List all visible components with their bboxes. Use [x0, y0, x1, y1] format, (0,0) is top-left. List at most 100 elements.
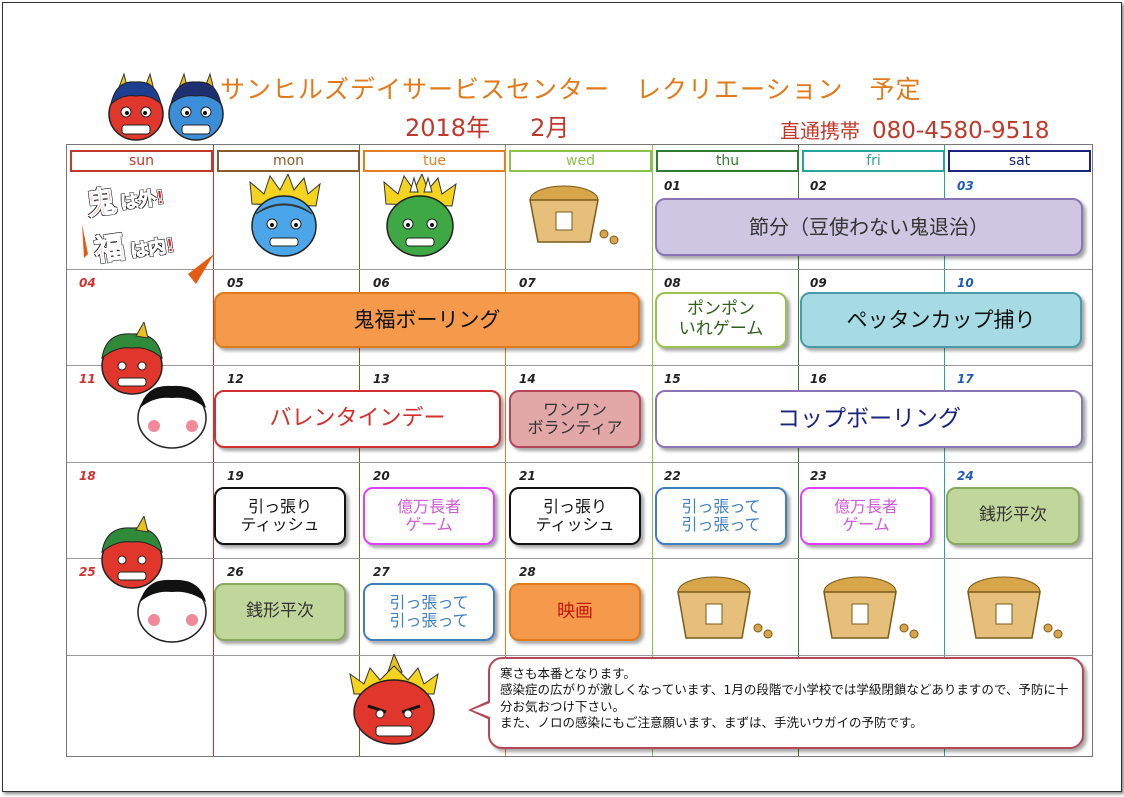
- weekday-tue: tue: [363, 150, 506, 172]
- date-label: 06: [373, 276, 390, 290]
- date-label: 14: [519, 372, 536, 386]
- grid-line: [67, 655, 1092, 656]
- bean-box-icon: [967, 576, 1063, 639]
- event-label: 銭形平次: [979, 505, 1047, 526]
- weekday-wed: wed: [509, 150, 652, 172]
- grid-line: [944, 145, 945, 756]
- event-label: 引っ張り: [542, 496, 607, 516]
- calendar-period: 2018年 2月: [405, 108, 569, 143]
- event-wanwan-volunteer: ワンワンボランティア: [509, 390, 641, 448]
- event-pettan-cup: ペッタンカップ捕り: [800, 292, 1082, 348]
- calendar-year: 2018年: [405, 114, 491, 142]
- grid-line: [213, 145, 214, 756]
- date-label: 08: [664, 276, 681, 290]
- date-label: 10: [957, 276, 974, 290]
- notice-line: また、ノロの感染にもご注意願います、まずは、手洗いウガイの予防です。: [500, 714, 923, 730]
- grid-line: [359, 145, 360, 756]
- event-setsubun: 節分（豆使わない鬼退治）: [655, 198, 1083, 256]
- date-label: 26: [227, 565, 244, 579]
- event-cup-bowling: コップボーリング: [655, 390, 1083, 448]
- notice-line: 寒さも本番となります。: [500, 666, 636, 681]
- red-oni-icon: [108, 72, 164, 141]
- event-label: ワンワン: [542, 399, 607, 419]
- event-valentine: バレンタインデー: [214, 390, 501, 448]
- date-label: 04: [79, 276, 96, 290]
- event-onifuku-bowling: 鬼福ボーリング: [214, 292, 640, 348]
- event-label: バレンタインデー: [269, 406, 446, 432]
- date-label: 23: [810, 469, 827, 483]
- calendar-month: 2月: [530, 114, 570, 142]
- slogan-soto: は外!: [118, 187, 166, 215]
- event-label: ゲーム: [842, 515, 890, 534]
- slogan-burst-icon: [82, 224, 214, 284]
- slogan-artwork: 鬼 は外! 福 は内!: [78, 174, 218, 294]
- weekday-thu: thu: [656, 150, 799, 172]
- date-label: 15: [664, 372, 681, 386]
- date-label: 21: [519, 469, 536, 483]
- date-label: 24: [957, 469, 974, 483]
- event-label: 引っ張って: [681, 496, 761, 516]
- event-eiga: 映画: [509, 583, 641, 641]
- event-okuman-23: 億万長者ゲーム: [800, 487, 932, 545]
- phone-number: 080-4580-9518: [872, 118, 1050, 144]
- grid-line: [67, 365, 1092, 366]
- date-label: 22: [664, 469, 681, 483]
- event-label: 節分（豆使わない鬼退治）: [749, 214, 989, 239]
- date-label: 01: [664, 179, 681, 193]
- event-hippatte-22: 引っ張って引っ張って: [655, 487, 787, 545]
- event-zenigata-26: 銭形平次: [214, 583, 346, 641]
- date-label: 20: [373, 469, 390, 483]
- oni-okame-icon: [101, 322, 207, 449]
- date-label: 19: [227, 469, 244, 483]
- grid-line: [652, 145, 653, 756]
- oni-okame-icon: [101, 516, 207, 643]
- event-ponpon: ポンポンいれゲーム: [655, 292, 787, 348]
- bean-box-icon: [823, 576, 919, 639]
- weekday-fri: fri: [802, 150, 945, 172]
- date-label: 13: [373, 372, 390, 386]
- date-label: 05: [227, 276, 244, 290]
- bean-box-icon: [677, 576, 773, 639]
- blue-oni-icon: [249, 174, 321, 257]
- event-label: 引っ張って: [389, 592, 469, 612]
- weekday-sun: sun: [70, 150, 213, 172]
- event-label: ゲーム: [405, 515, 453, 534]
- event-label: いれゲーム: [678, 319, 764, 339]
- red-oni-icon: [349, 654, 439, 745]
- date-label: 25: [79, 565, 96, 579]
- event-label: ティッシュ: [535, 515, 615, 534]
- date-label: 02: [810, 179, 827, 193]
- page-title: サンヒルズデイサービスセンター レクリエーション 予定: [220, 75, 922, 104]
- event-label: 引っ張って: [681, 515, 761, 534]
- event-zenigata-24: 銭形平次: [946, 487, 1080, 545]
- date-label: 11: [79, 372, 96, 386]
- date-label: 12: [227, 372, 244, 386]
- date-label: 28: [519, 565, 536, 579]
- event-label: 映画: [557, 600, 593, 622]
- event-label: 億万長者: [833, 496, 898, 516]
- speech-tail-inner: [472, 703, 490, 717]
- blue-oni-icon: [168, 72, 224, 141]
- date-label: 27: [373, 565, 390, 579]
- event-hippatte-27: 引っ張って引っ張って: [363, 583, 495, 641]
- date-label: 17: [957, 372, 974, 386]
- weekday-mon: mon: [217, 150, 360, 172]
- grid-line: [505, 145, 506, 756]
- grid-line: [798, 145, 799, 756]
- date-label: 03: [957, 179, 974, 193]
- event-label: ティッシュ: [240, 515, 320, 534]
- green-oni-icon: [383, 174, 457, 257]
- event-tissue-21: 引っ張りティッシュ: [509, 487, 641, 545]
- grid-line: [67, 558, 1092, 559]
- event-label: ポンポン: [687, 299, 755, 320]
- event-label: ペッタンカップ捕り: [846, 307, 1036, 332]
- notice-line: 感染症の広がりが激しくなっています、1月の段階で小学校では学級閉鎖などありますの…: [500, 682, 1069, 714]
- header-oni-icons: [108, 72, 224, 141]
- event-okuman-20: 億万長者ゲーム: [363, 487, 495, 545]
- date-label: 18: [79, 469, 96, 483]
- event-label: ボランティア: [527, 418, 623, 437]
- event-label: 引っ張り: [247, 496, 312, 516]
- date-label: 07: [519, 276, 536, 290]
- date-label: 16: [810, 372, 827, 386]
- phone-label: 直通携帯: [780, 119, 860, 143]
